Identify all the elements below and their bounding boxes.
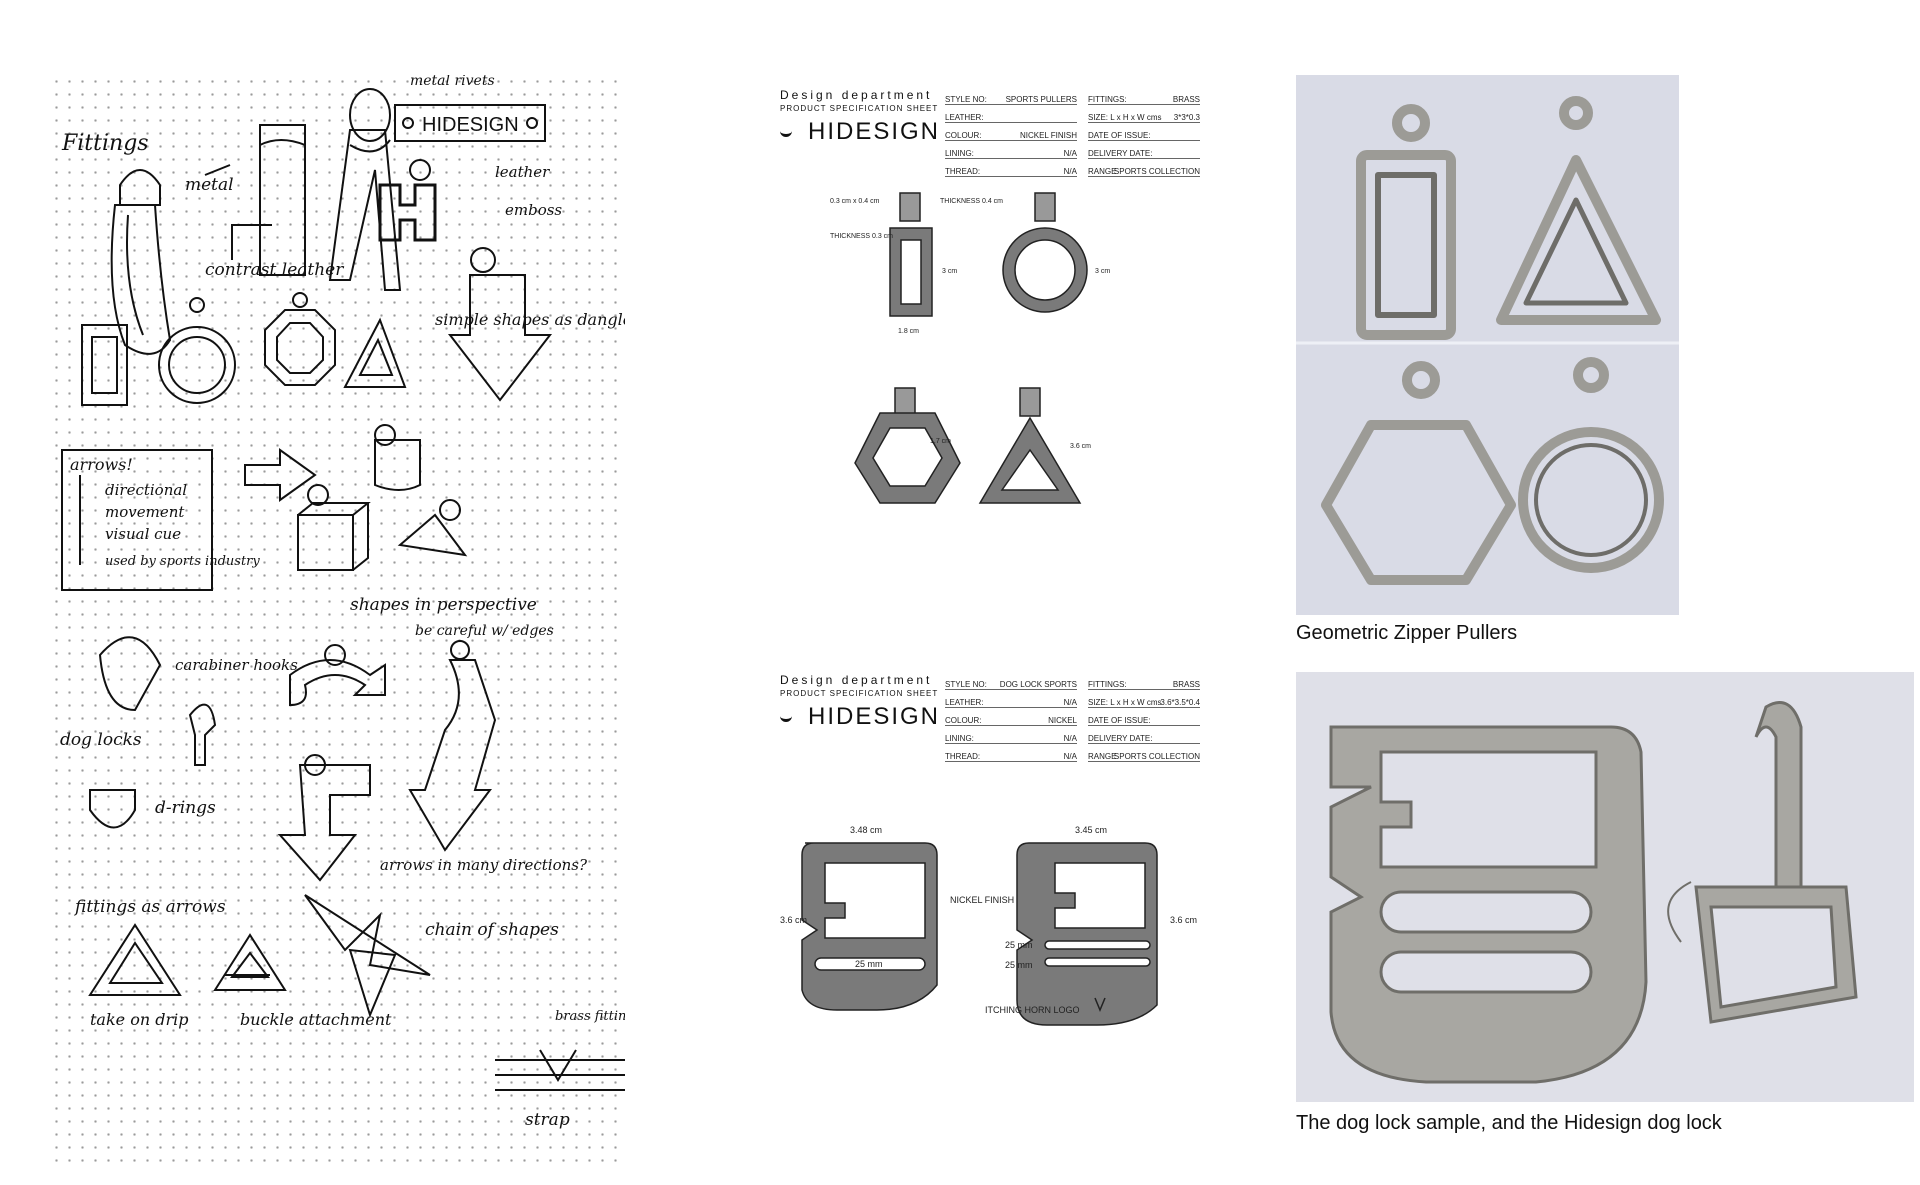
spec-field: STYLE NO:SPORTS PULLERS xyxy=(945,92,1077,105)
annot-pullers-6: 1.8 cm xyxy=(898,328,919,335)
caption-zipper-pullers: Geometric Zipper Pullers xyxy=(1296,622,1518,644)
note-d-rings: d-rings xyxy=(155,798,216,818)
spec-field: THREAD:N/A xyxy=(945,749,1077,762)
note-chain-of-shapes: chain of shapes xyxy=(425,920,559,940)
spec-sheet-pullers: Design department PRODUCT SPECIFICATION … xyxy=(780,88,1250,508)
annot-pullers-4: 3 cm xyxy=(942,268,957,275)
annot-width-1: 3.48 cm xyxy=(850,825,882,835)
note-buckle-attachment: buckle attachment xyxy=(240,1010,392,1029)
annot-slot-1: 25 mm xyxy=(855,959,883,969)
sheet-subtitle: PRODUCT SPECIFICATION SHEET xyxy=(780,104,939,113)
note-contrast-leather: contrast leather xyxy=(205,260,344,280)
brand-name: HIDESIGN xyxy=(808,703,941,730)
spec-field: STYLE NO:DOG LOCK SPORTS xyxy=(945,677,1077,690)
spec-field: COLOUR:NICKEL FINISH xyxy=(945,128,1077,141)
annot-slot-3: 25 mm xyxy=(1005,960,1033,970)
note-metal: metal xyxy=(185,175,234,195)
note-emboss: emboss xyxy=(505,201,562,219)
note-be-careful: be careful w/ edges xyxy=(415,623,554,639)
dept-label: Design department xyxy=(780,673,933,687)
annot-pullers-2: THICKNESS 0.4 cm xyxy=(940,198,1003,205)
note-arrows-list-4: used by sports industry xyxy=(105,554,260,569)
hidesign-logo-icon xyxy=(780,707,792,722)
annot-pullers-5: 3 cm xyxy=(1095,268,1110,275)
note-arrows-list-3: visual cue xyxy=(105,525,181,543)
spec-sheet-doglock: Design department PRODUCT SPECIFICATION … xyxy=(780,673,1250,1093)
note-arrows-header: arrows! xyxy=(70,455,133,474)
pullers-photo-render xyxy=(1296,96,1679,585)
spec-field: LINING:N/A xyxy=(945,731,1077,744)
annot-finish: NICKEL FINISH xyxy=(950,895,1014,905)
annot-width-2: 3.45 cm xyxy=(1075,825,1107,835)
sketch-drawings: Fittings metal contrast leather metal ri… xyxy=(60,75,625,1130)
note-shapes-in-perspective: shapes in perspective xyxy=(350,595,537,615)
note-leather: leather xyxy=(495,163,550,181)
hidesign-logo-icon xyxy=(780,122,792,137)
spec-field: DATE OF ISSUE: xyxy=(1088,713,1200,726)
spec-field: DELIVERY DATE: xyxy=(1088,146,1200,159)
sketch-hidesign-tag: HIDESIGN xyxy=(422,114,519,136)
spec-field: DATE OF ISSUE: xyxy=(1088,128,1200,141)
spec-field: FITTINGS:BRASS xyxy=(1088,677,1200,690)
spec-field: FITTINGS:BRASS xyxy=(1088,92,1200,105)
note-brass-fitting: brass fitting xyxy=(555,1009,625,1024)
note-arrows-list-1: directional xyxy=(105,481,187,499)
doglock-photo-render xyxy=(1329,701,1858,1084)
pullers-technical-drawing: 0.3 cm x 0.4 cm THICKNESS 0.4 cm THICKNE… xyxy=(830,192,1110,504)
annot-slot-2: 25 mm xyxy=(1005,940,1033,950)
spec-field: LEATHER: xyxy=(945,110,1077,123)
annot-logo: ITCHING HORN LOGO xyxy=(985,1005,1080,1015)
spec-field: THREAD:N/A xyxy=(945,164,1077,177)
annot-pullers-1: 0.3 cm x 0.4 cm xyxy=(830,198,880,205)
note-dog-locks: dog locks xyxy=(60,730,142,750)
dept-label: Design department xyxy=(780,88,933,102)
note-metal-rivets: metal rivets xyxy=(410,75,495,89)
spec-field: LINING:N/A xyxy=(945,146,1077,159)
note-arrows-many: arrows in many directions? xyxy=(380,856,588,874)
brand-name: HIDESIGN xyxy=(808,118,941,145)
note-carabiner-hooks: carabiner hooks xyxy=(175,656,298,674)
sheet-subtitle: PRODUCT SPECIFICATION SHEET xyxy=(780,689,939,698)
sketch-page: Fittings metal contrast leather metal ri… xyxy=(50,75,625,1165)
note-take-on-drip: take on drip xyxy=(90,1010,189,1029)
annot-height-2: 3.6 cm xyxy=(1170,915,1197,925)
annot-pullers-8: 3.6 cm xyxy=(1070,443,1091,450)
caption-doglock: The dog lock sample, and the Hidesign do… xyxy=(1296,1112,1722,1134)
zipper-pullers-photo xyxy=(1296,75,1679,615)
spec-field: LEATHER:N/A xyxy=(945,695,1077,708)
note-arrows-list-2: movement xyxy=(105,503,185,521)
note-strap: strap xyxy=(525,1110,570,1130)
doglock-photo xyxy=(1296,672,1914,1102)
note-fittings: Fittings xyxy=(61,131,149,156)
spec-field: DELIVERY DATE: xyxy=(1088,731,1200,744)
note-simple-shapes: simple shapes as dangle object / pullers xyxy=(435,310,625,329)
doglock-technical-drawing: 3.48 cm 3.45 cm 3.6 cm 3.6 cm 25 mm 25 m… xyxy=(780,825,1197,1026)
spec-field: COLOUR:NICKEL xyxy=(945,713,1077,726)
annot-height-1: 3.6 cm xyxy=(780,915,807,925)
annot-pullers-7: 1.7 cm xyxy=(930,438,951,445)
note-fittings-as-arrows: fittings as arrows xyxy=(73,897,226,917)
annot-pullers-3: THICKNESS 0.3 cm xyxy=(830,233,893,240)
